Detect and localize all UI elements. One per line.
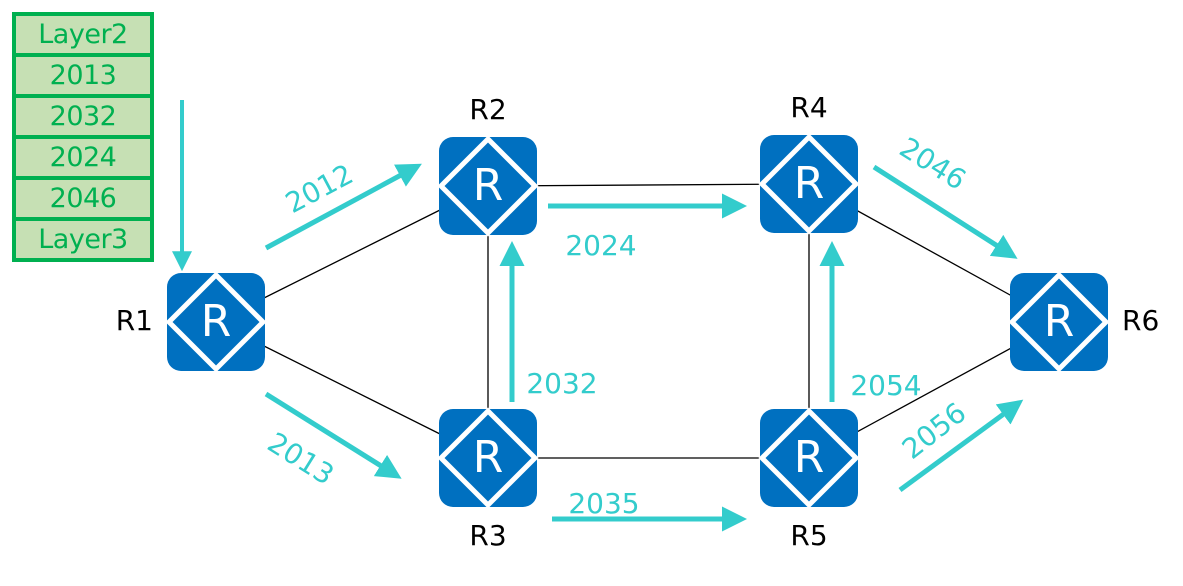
flow-arrow bbox=[898, 399, 1024, 493]
flow-r3-to-r5: 2035 bbox=[552, 487, 747, 532]
router-label: R2 bbox=[469, 93, 506, 126]
flow-arrow bbox=[264, 391, 402, 479]
router-label: R6 bbox=[1122, 304, 1159, 337]
diamond-icon bbox=[758, 407, 860, 509]
flow-r5-to-r6: 2056 bbox=[896, 396, 1024, 493]
router-r2[interactable]: R R2 bbox=[437, 93, 539, 237]
router-r6[interactable]: R R6 bbox=[1008, 271, 1159, 373]
diamond-icon bbox=[758, 133, 860, 235]
flow-arrow bbox=[872, 164, 1018, 259]
router-label: R5 bbox=[790, 519, 827, 552]
router-r3[interactable]: R R3 bbox=[437, 407, 539, 552]
router-glyph: R bbox=[794, 432, 825, 483]
router-label: R3 bbox=[469, 519, 506, 552]
router-glyph: R bbox=[1044, 296, 1075, 347]
flow-label: 2056 bbox=[896, 396, 972, 466]
label-stack-entry: Layer3 bbox=[12, 217, 154, 262]
label-stack-entry: Layer2 bbox=[12, 12, 154, 57]
flow-r5-to-r4: 2054 bbox=[819, 241, 922, 402]
router-r4[interactable]: R R4 bbox=[758, 91, 860, 235]
flow-label: 2035 bbox=[568, 487, 639, 520]
label-stack-entry: 2046 bbox=[12, 176, 154, 221]
flow-r1-to-r3: 2013 bbox=[262, 391, 402, 492]
router-label: R1 bbox=[116, 304, 153, 337]
router-r5[interactable]: R R5 bbox=[758, 407, 860, 552]
flow-label: 2032 bbox=[526, 367, 597, 400]
flow-r2-to-r4: 2024 bbox=[548, 193, 747, 262]
flow-label: 2054 bbox=[850, 369, 921, 402]
link-r2-r4 bbox=[487, 183, 810, 187]
router-glyph: R bbox=[473, 160, 504, 211]
label-stack: Layer2 2013 2032 2024 2046 Layer3 bbox=[12, 12, 154, 262]
diamond-icon bbox=[437, 135, 539, 237]
router-glyph: R bbox=[794, 158, 825, 209]
router-glyph: R bbox=[473, 432, 504, 483]
router-r1[interactable]: R R1 bbox=[116, 271, 267, 373]
router-label: R4 bbox=[790, 91, 827, 124]
diamond-icon bbox=[437, 407, 539, 509]
flow-r4-to-r6: 2046 bbox=[872, 131, 1018, 259]
flow-label: 2024 bbox=[565, 229, 636, 262]
router-glyph: R bbox=[201, 296, 232, 347]
flow-r3-to-r2: 2032 bbox=[499, 241, 598, 402]
label-stack-entry: 2024 bbox=[12, 135, 154, 180]
diamond-icon bbox=[1008, 271, 1110, 373]
diamond-icon bbox=[165, 271, 267, 373]
flow-arrow bbox=[264, 163, 422, 251]
flow-label: 2012 bbox=[280, 157, 358, 220]
label-stack-entry: 2032 bbox=[12, 94, 154, 139]
